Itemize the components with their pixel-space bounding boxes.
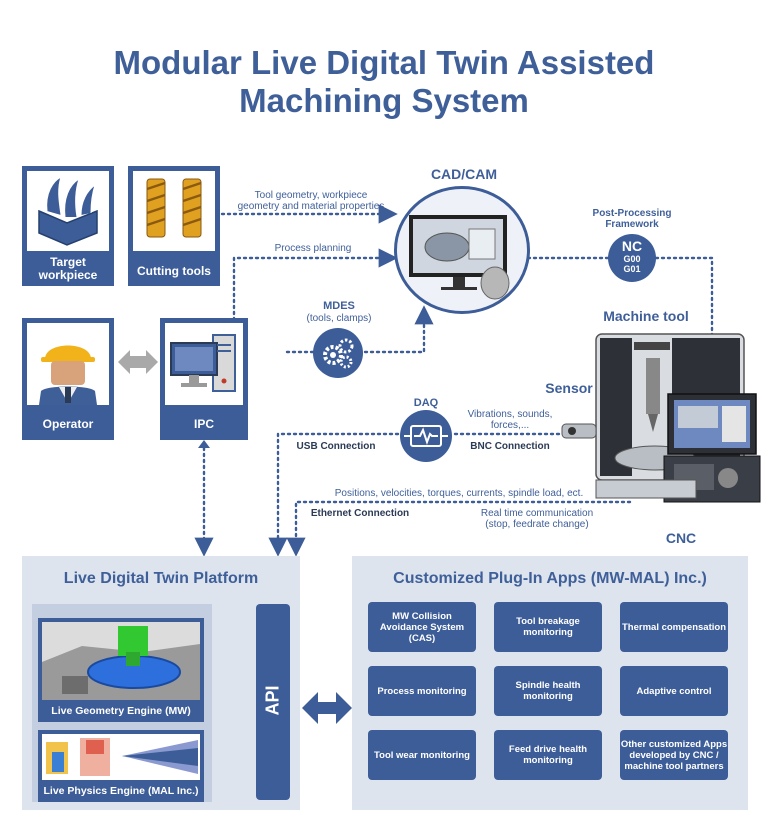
- operator-card: Operator: [22, 318, 114, 440]
- platform-title: Live Digital Twin Platform: [63, 570, 259, 587]
- line-process-planning: [232, 248, 398, 322]
- post-processing-line-1: Post-Processing: [592, 208, 672, 219]
- post-processing-line-2: Framework: [605, 219, 659, 230]
- mdes-gear-badge: [313, 328, 363, 378]
- mdes-subtitle: (tools, clamps): [306, 313, 372, 324]
- cadcam-circle: [394, 186, 530, 314]
- nc-code-badge: NC G00 G01: [608, 234, 656, 282]
- drill-bits-icon: [146, 178, 202, 238]
- cnc-title: CNC: [665, 530, 697, 546]
- vibrations-line-2: forces,...: [490, 420, 530, 431]
- app-other-customized: Other customized Apps developed by CNC /…: [620, 730, 728, 780]
- target-workpiece-label-2: workpiece: [38, 268, 98, 282]
- positions-label: Positions, velocities, torques, currents…: [334, 488, 584, 499]
- app-collision-avoidance: MW Collision Avoidance System (CAS): [368, 602, 476, 652]
- app-thermal-compensation: Thermal compensation: [620, 602, 728, 652]
- geometry-engine-card: Live Geometry Engine (MW): [38, 618, 204, 722]
- computer-icon: [170, 334, 236, 392]
- g01-label: G01: [623, 264, 641, 274]
- process-planning-label: Process planning: [274, 243, 352, 254]
- app-process-monitoring: Process monitoring: [368, 666, 476, 716]
- machine-tool-title: Machine tool: [603, 308, 689, 324]
- app-spindle-health: Spindle health monitoring: [494, 666, 602, 716]
- digital-twin-platform-panel: Live Digital Twin Platform Live Geometry…: [22, 556, 300, 810]
- mdes-title: MDES: [323, 300, 355, 312]
- tool-geometry-label: Tool geometry, workpiece geometry and ma…: [226, 190, 396, 212]
- post-processing-title: Post-Processing Framework: [576, 208, 688, 230]
- daq-title: DAQ: [413, 397, 439, 409]
- ipc-label: IPC: [193, 417, 214, 431]
- line-ethernet: [286, 500, 632, 557]
- geometry-engine-label: Live Geometry Engine (MW): [51, 705, 191, 717]
- line-mdes: [285, 305, 434, 354]
- plugin-apps-panel: Customized Plug-In Apps (MW-MAL) Inc.) M…: [352, 556, 748, 810]
- target-workpiece-label-1: Target: [50, 255, 86, 269]
- ipc-card: IPC: [160, 318, 248, 440]
- workpiece-icon: [38, 176, 98, 246]
- realtime-label: Real time communication (stop, feedrate …: [462, 508, 612, 530]
- geometry-render-image: [42, 622, 200, 700]
- cad-monitor-icon: [409, 215, 510, 300]
- cutting-tools-card: Cutting tools: [128, 166, 220, 286]
- line-daq-platform: [268, 432, 400, 557]
- tool-geometry-line-2: geometry and material properties: [237, 201, 385, 212]
- signal-wave-icon: [404, 425, 448, 447]
- page-title: Modular Live Digital Twin Assisted Machi…: [0, 44, 768, 120]
- title-line-2: Machining System: [239, 82, 529, 119]
- g00-label: G00: [623, 254, 641, 264]
- ethernet-connection-label: Ethernet Connection: [310, 508, 410, 519]
- gears-icon: [323, 338, 354, 369]
- realtime-line-2: (stop, feedrate change): [485, 519, 589, 530]
- app-tool-wear: Tool wear monitoring: [368, 730, 476, 780]
- app-tool-breakage: Tool breakage monitoring: [494, 602, 602, 652]
- app-adaptive-control: Adaptive control: [620, 666, 728, 716]
- cadcam-title: CAD/CAM: [430, 166, 498, 182]
- line-post-machine: [648, 256, 722, 391]
- tool-geometry-line-1: Tool geometry, workpiece: [254, 190, 368, 201]
- physics-engine-card: Live Physics Engine (MAL Inc.): [38, 730, 204, 802]
- nc-label: NC: [621, 238, 643, 254]
- machine-tool-image: [561, 333, 761, 503]
- vibrations-label: Vibrations, sounds, forces,...: [460, 409, 560, 431]
- operator-ipc-arrow: [118, 350, 158, 374]
- usb-connection-label: USB Connection: [296, 441, 376, 452]
- title-line-1: Modular Live Digital Twin Assisted: [113, 44, 655, 81]
- bnc-connection-label: BNC Connection: [470, 441, 550, 452]
- vibrations-line-1: Vibrations, sounds,: [467, 409, 553, 420]
- api-bar: API: [256, 604, 290, 800]
- api-plugins-arrow: [302, 692, 352, 724]
- operator-icon: [39, 345, 97, 405]
- physics-engine-label: Live Physics Engine (MAL Inc.): [43, 785, 199, 797]
- target-workpiece-card: Target workpiece: [22, 166, 114, 286]
- sensor-title: Sensor: [545, 380, 593, 396]
- realtime-line-1: Real time communication: [480, 508, 594, 519]
- operator-label: Operator: [42, 417, 94, 431]
- plugins-title: Customized Plug-In Apps (MW-MAL) Inc.): [393, 570, 707, 587]
- cutting-tools-label: Cutting tools: [137, 264, 211, 278]
- api-label: API: [262, 685, 283, 716]
- physics-chart-image: [42, 734, 200, 780]
- daq-badge: [400, 410, 452, 462]
- app-feed-drive-health: Feed drive health monitoring: [494, 730, 602, 780]
